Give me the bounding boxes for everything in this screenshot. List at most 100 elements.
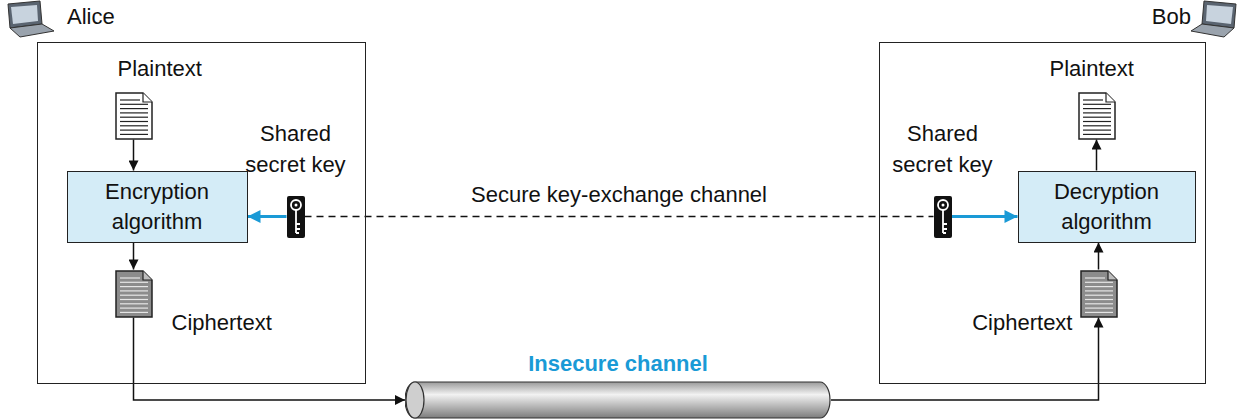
document-node: Plaintext <box>108 55 232 143</box>
key-arrow <box>248 215 287 218</box>
document-line <box>1083 112 1111 113</box>
flow-arrow <box>133 140 135 171</box>
document-line <box>1083 99 1103 100</box>
key-hole <box>941 203 944 206</box>
document-line <box>120 116 148 117</box>
channel-node: Insecure channel <box>405 350 831 420</box>
document-line <box>1085 281 1113 282</box>
document-line <box>1083 129 1111 130</box>
party-name: Bob <box>1057 3 1191 31</box>
document-line <box>120 307 148 308</box>
laptop-base <box>10 24 54 37</box>
flow-arrow <box>1098 243 1100 270</box>
document-line <box>120 107 148 108</box>
document-line <box>120 133 148 134</box>
document-fold <box>1106 93 1115 102</box>
document-sheet <box>116 93 152 139</box>
document-sheet <box>1079 93 1115 139</box>
laptop-icon <box>1191 1 1236 37</box>
document-line <box>120 120 148 121</box>
document-line <box>120 129 148 130</box>
key-bow <box>938 200 948 210</box>
document-line <box>1085 294 1113 295</box>
caption: Plaintext <box>1050 55 1163 83</box>
key-background <box>287 196 305 238</box>
document-line <box>120 277 140 278</box>
document-line <box>1085 298 1113 299</box>
laptop-screen <box>8 1 42 28</box>
laptop-icon <box>8 1 54 37</box>
document-sheet <box>1081 271 1117 317</box>
document-line <box>120 125 148 126</box>
document-line <box>120 290 148 291</box>
caption: Ciphertext <box>172 309 303 337</box>
document-line <box>120 286 148 287</box>
document-line <box>1085 290 1113 291</box>
document-node: Ciphertext <box>958 268 1120 320</box>
document-line <box>120 99 140 100</box>
key-icon <box>287 196 305 238</box>
computer-frame: AlicePlaintextEncryption algorithmShared… <box>37 42 366 384</box>
caption: Shared secret key <box>241 118 351 180</box>
document-line <box>120 103 148 104</box>
caption: Insecure channel <box>405 350 831 378</box>
channel-cylinder <box>405 381 831 419</box>
laptop-display <box>1206 5 1233 24</box>
caption: Ciphertext <box>958 309 1073 337</box>
document-line <box>1085 307 1113 308</box>
key-icon <box>934 196 952 238</box>
party-name: Alice <box>67 3 187 31</box>
document-line <box>120 112 148 113</box>
key-arrow <box>952 215 1018 218</box>
laptop-display <box>11 5 38 24</box>
document-fold <box>143 93 152 102</box>
caption: Shared secret key <box>888 118 998 180</box>
laptop-screen <box>1202 1 1236 28</box>
key-node: Shared secret key <box>241 118 351 240</box>
document-line <box>1083 133 1111 134</box>
document-icon <box>1080 270 1118 318</box>
document-line <box>1085 286 1113 287</box>
algorithm-box: Encryption algorithm <box>67 171 248 243</box>
key-shaft <box>296 210 300 233</box>
cylinder-end <box>406 382 424 418</box>
box-label: Decryption algorithm <box>1019 177 1195 237</box>
algorithm-box: Decryption algorithm <box>1018 171 1196 243</box>
document-node: Plaintext <box>1045 55 1163 143</box>
document-fold <box>143 271 152 280</box>
box-label: Encryption algorithm <box>68 177 247 237</box>
key-hole <box>294 203 297 206</box>
document-line <box>120 294 148 295</box>
document-node: Ciphertext <box>113 268 303 320</box>
channel-label: Secure key-exchange channel <box>468 181 770 209</box>
document-line <box>1083 116 1111 117</box>
cylinder-body <box>405 382 830 418</box>
document-line <box>120 298 148 299</box>
document-icon <box>115 92 153 140</box>
document-icon <box>115 270 153 318</box>
laptop-base <box>1191 24 1234 37</box>
document-line <box>120 303 148 304</box>
document-fold <box>1108 271 1117 280</box>
document-line <box>1083 120 1111 121</box>
computer-frame: BobPlaintextShared secret keyDecryption … <box>879 42 1206 384</box>
document-line <box>1085 303 1113 304</box>
document-line <box>120 281 148 282</box>
document-icon <box>1078 92 1116 140</box>
document-line <box>1083 103 1111 104</box>
document-sheet <box>116 271 152 317</box>
document-line <box>1083 125 1111 126</box>
key-background <box>934 196 952 238</box>
document-line <box>1083 107 1111 108</box>
document-line <box>1085 311 1113 312</box>
key-node: Shared secret key <box>888 118 998 240</box>
caption: Plaintext <box>118 55 232 83</box>
edge-label-box: Secure key-exchange channel <box>468 181 770 209</box>
key-shaft <box>943 210 947 233</box>
document-line <box>1085 277 1105 278</box>
flow-arrow <box>133 243 135 270</box>
document-line <box>120 311 148 312</box>
dashed-channel <box>305 216 934 218</box>
